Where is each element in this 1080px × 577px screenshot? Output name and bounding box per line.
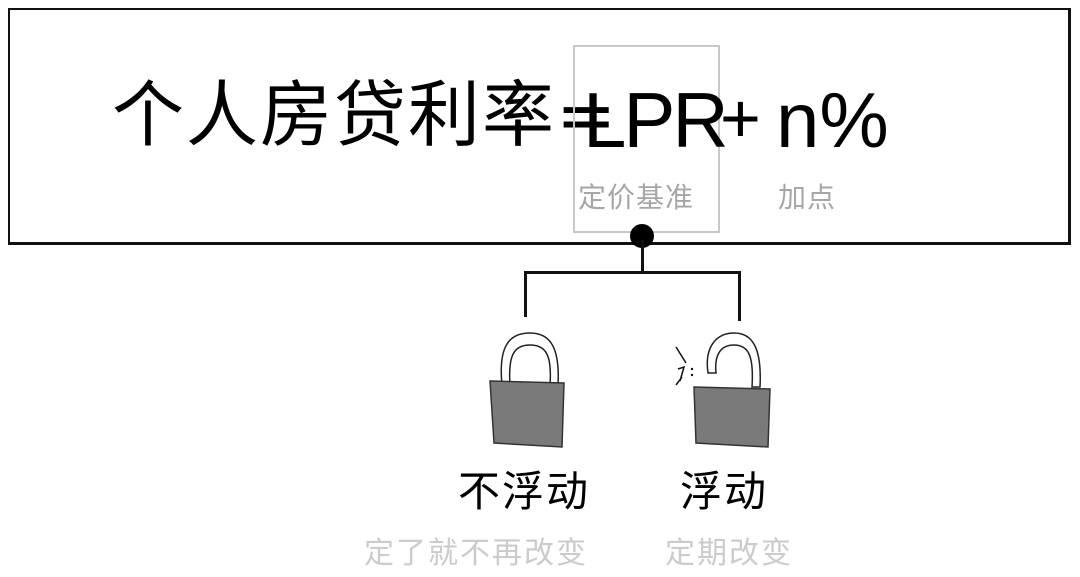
floating-rate-label: 浮动 (680, 467, 769, 516)
connector-stem (641, 240, 644, 272)
fixed-rate-label: 不浮动 (458, 467, 591, 516)
unlocked-padlock-icon (675, 332, 771, 448)
lpr-term: LPR (583, 76, 729, 164)
spread-term: n% (776, 76, 889, 164)
connector-right-drop (738, 271, 741, 321)
formula-frame (8, 8, 1071, 245)
connector-horizontal (524, 271, 741, 274)
floating-rate-caption: 定期改变 (665, 536, 793, 571)
base-caption: 定价基准 (578, 181, 695, 214)
connector-left-drop (524, 271, 527, 317)
plus-operator: + (720, 79, 761, 157)
locked-padlock-icon (489, 332, 565, 448)
spread-caption: 加点 (778, 181, 837, 214)
formula-lhs: 个人房贷利率= (112, 73, 619, 157)
fixed-rate-caption: 定了就不再改变 (364, 536, 588, 571)
